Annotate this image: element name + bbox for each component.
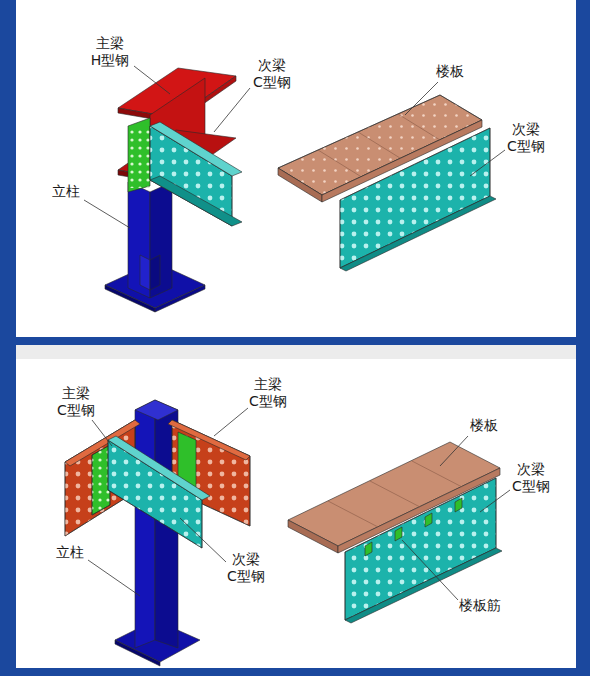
top-panel <box>16 0 576 337</box>
part-label: 楼板筋 <box>459 597 501 615</box>
leader-lines <box>84 66 510 600</box>
part-label: 楼板 <box>470 417 498 435</box>
part-label: 主梁 C型钢 <box>248 376 287 411</box>
bottom-panel <box>16 345 576 668</box>
part-label: 次梁 C型钢 <box>511 461 550 496</box>
part-label: 次梁 C型钢 <box>226 551 265 586</box>
part-label: 立柱 <box>52 183 80 201</box>
part-label: 主梁 H型钢 <box>90 35 129 70</box>
part-label: 楼板 <box>436 63 464 81</box>
panel-band <box>16 345 576 359</box>
part-label: 主梁 C型钢 <box>56 385 95 420</box>
part-label: 立柱 <box>56 544 84 562</box>
part-label: 次梁 C型钢 <box>506 121 545 156</box>
part-label: 次梁 C型钢 <box>252 57 291 92</box>
